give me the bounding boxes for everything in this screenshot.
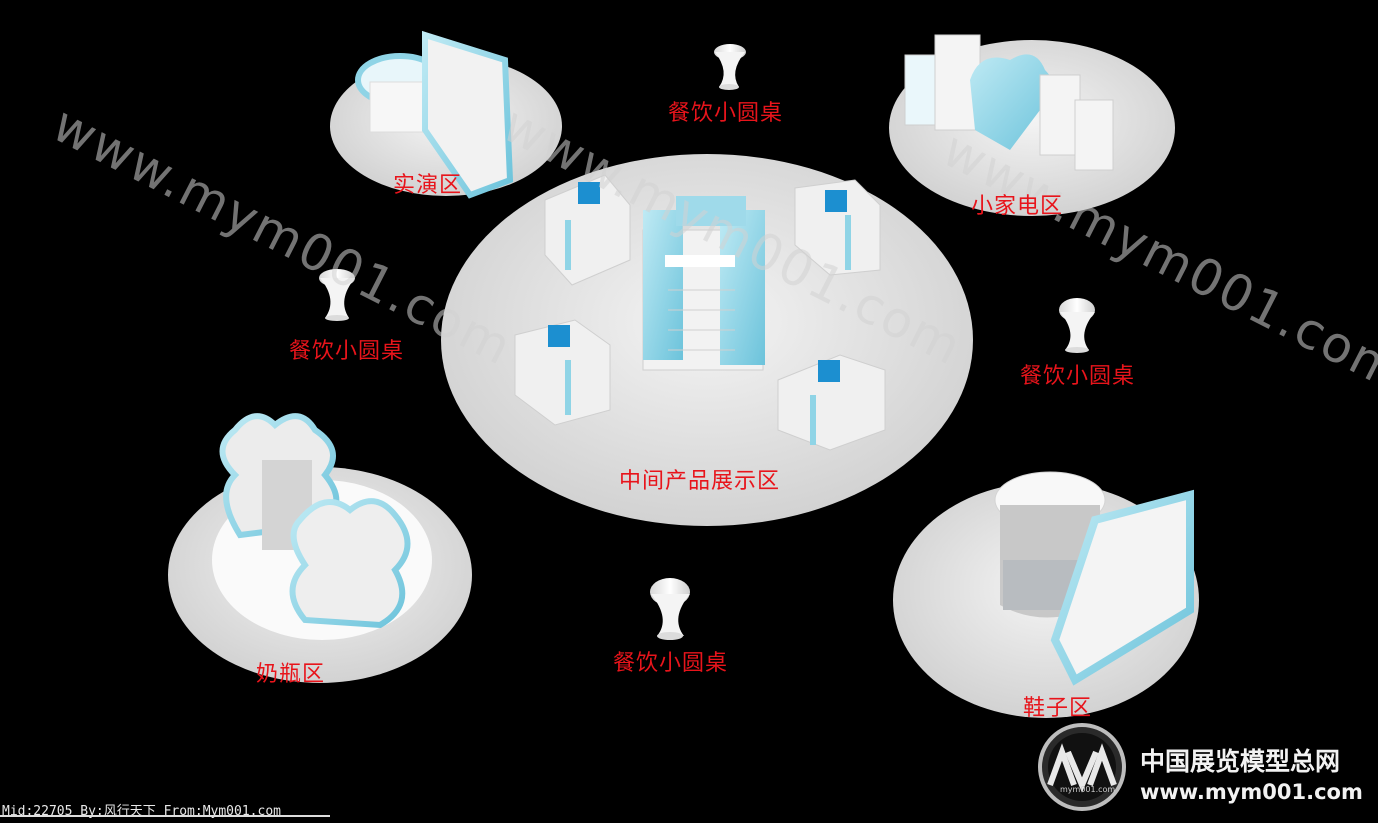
round-table-bottom xyxy=(650,578,690,640)
label-performance-zone: 实演区 xyxy=(393,173,463,198)
brand-url: www.mym001.com xyxy=(1140,780,1363,804)
label-shoes-zone: 鞋子区 xyxy=(1023,696,1093,721)
label-table-top: 餐饮小圆桌 xyxy=(668,101,784,126)
brand-logo-icon xyxy=(1038,723,1126,811)
round-table-left xyxy=(319,269,355,321)
appliance-platform xyxy=(889,34,1175,216)
shelf-top-left xyxy=(544,174,631,286)
round-table-top xyxy=(714,44,746,90)
footer-divider xyxy=(0,815,330,817)
shelf-bottom-right xyxy=(777,354,886,451)
center-platform xyxy=(441,154,973,526)
bottle-platform xyxy=(168,413,472,683)
label-table-right: 餐饮小圆桌 xyxy=(1020,364,1136,389)
label-bottle-zone: 奶瓶区 xyxy=(256,662,326,687)
shoes-platform xyxy=(893,471,1199,718)
logo-caption: mym001.com xyxy=(1060,785,1116,794)
label-table-bottom: 餐饮小圆桌 xyxy=(613,651,729,676)
label-center-zone: 中间产品展示区 xyxy=(619,469,781,494)
performance-platform xyxy=(330,30,562,199)
brand-name: 中国展览模型总网 xyxy=(1140,747,1341,776)
label-appliance-zone: 小家电区 xyxy=(971,194,1064,219)
round-table-right xyxy=(1059,298,1095,353)
label-table-left: 餐饮小圆桌 xyxy=(289,339,405,364)
shelf-top-right xyxy=(794,179,881,276)
shelf-bottom-left xyxy=(514,319,611,426)
